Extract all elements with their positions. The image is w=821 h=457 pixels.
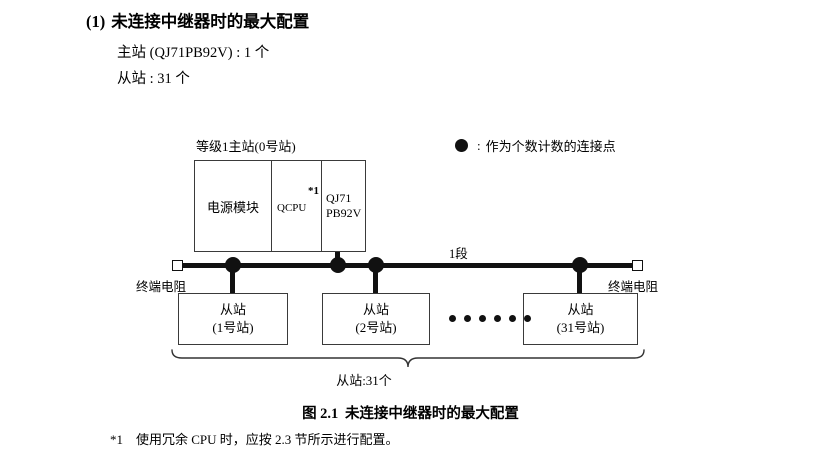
slave-group-brace-icon xyxy=(171,349,645,368)
ellipsis-dot xyxy=(449,315,456,322)
spec-master-station: 主站 (QJ71PB92V) : 1 个 xyxy=(117,45,270,61)
legend-colon: : xyxy=(477,137,481,153)
module-qcpu-label: QCPU xyxy=(277,202,307,214)
module-qj71pb92v-label-line2: PB92V xyxy=(326,206,362,220)
section-heading: (1) 未连接中继器时的最大配置 xyxy=(86,8,309,32)
slave-station-2-number: (2号站) xyxy=(355,320,397,335)
network-trunk-line xyxy=(179,263,638,268)
connection-point-master xyxy=(330,257,346,273)
module-qcpu: QCPU *1 xyxy=(272,161,322,251)
slave-station-1-number: (1号站) xyxy=(212,320,254,335)
master-rack-title: 等级1主站(0号站) xyxy=(196,139,296,154)
section-heading-number: (1) xyxy=(86,12,106,31)
module-power-supply-label: 电源模块 xyxy=(206,199,259,215)
module-qcpu-footnote-marker: *1 xyxy=(308,185,319,197)
ellipsis-dot xyxy=(524,315,531,322)
slave-station-box-2: 从站 (2号站) xyxy=(322,293,430,345)
slave-station-31-name: 从站 xyxy=(567,302,594,318)
figure-caption-number: 图 2.1 xyxy=(302,406,339,422)
legend: : 作为个数计数的连接点 xyxy=(455,136,616,155)
ellipsis-dot xyxy=(509,315,516,322)
figure-caption-text: 未连接中继器时的最大配置 xyxy=(344,406,519,422)
slave-group-brace-label: 从站:31个 xyxy=(336,373,392,388)
terminating-resistor-right-label: 终端电阻 xyxy=(608,280,659,294)
section-heading-text: 未连接中继器时的最大配置 xyxy=(111,12,310,31)
slave-2-drop-line xyxy=(373,265,378,294)
ellipsis-dot xyxy=(479,315,486,322)
figure-caption: 图 2.1 未连接中继器时的最大配置 xyxy=(0,402,821,423)
slave-station-box-1: 从站 (1号站) xyxy=(178,293,288,345)
footnote: *1 使用冗余 CPU 时，应按 2.3 节所示进行配置。 xyxy=(110,429,399,448)
footnote-marker: *1 xyxy=(110,432,123,447)
footnote-text: 使用冗余 CPU 时，应按 2.3 节所示进行配置。 xyxy=(136,432,399,447)
slave-station-1-name: 从站 xyxy=(219,302,246,318)
ellipsis-dot xyxy=(494,315,501,322)
terminating-resistor-left-icon xyxy=(172,260,183,271)
filled-circle-icon xyxy=(455,139,468,152)
terminating-resistor-right-icon xyxy=(632,260,643,271)
spec-slave-station: 从站 : 31 个 xyxy=(117,71,190,87)
slave-1-drop-line xyxy=(230,265,235,294)
ellipsis-dot xyxy=(464,315,471,322)
slave-station-box-31: 从站 (31号站) xyxy=(523,293,638,345)
module-qj71pb92v-label-line1: QJ71 xyxy=(326,191,352,205)
slave-31-drop-line xyxy=(577,265,582,294)
slave-station-2-name: 从站 xyxy=(362,302,389,318)
terminating-resistor-left-label: 终端电阻 xyxy=(136,280,187,294)
ellipsis-dots-icon xyxy=(449,315,531,322)
module-power-supply: 电源模块 xyxy=(195,161,272,251)
slave-station-31-number: (31号站) xyxy=(556,320,605,335)
segment-label: 1段 xyxy=(449,247,468,261)
legend-text: 作为个数计数的连接点 xyxy=(485,139,616,154)
